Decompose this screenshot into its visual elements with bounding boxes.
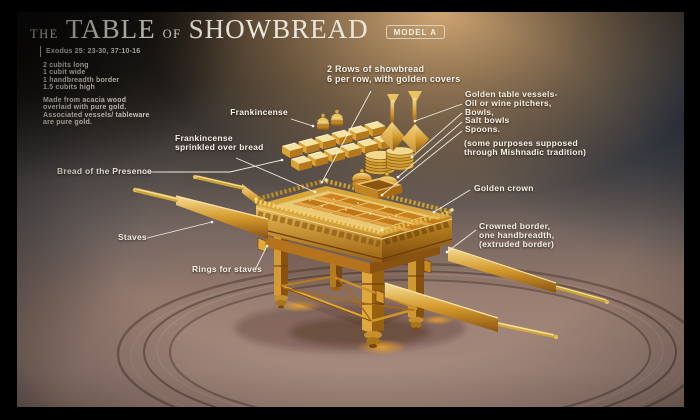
label-golden-vessels: Golden table vessels- Oil or wine pitche…	[465, 89, 558, 135]
spec-line: 1 cubit wide	[43, 69, 86, 77]
scene-frame: THE TABLE OF SHOWBREAD MODEL A Exodus 25…	[17, 12, 684, 407]
label-golden-crown: Golden crown	[474, 183, 534, 193]
model-badge: MODEL A	[385, 25, 446, 39]
material-line: are pure gold.	[43, 119, 93, 127]
title-showbread: SHOWBREAD	[188, 14, 369, 44]
material-line: Associated vessels/ tableware	[43, 111, 150, 119]
specs-block: 2 cubits long 1 cubit wide 1 handbreadth…	[43, 62, 150, 126]
title-table: TABLE	[65, 14, 156, 44]
material-line: Made from acacia wood	[43, 97, 127, 105]
page-title: THE TABLE OF SHOWBREAD MODEL A	[30, 14, 446, 45]
spec-line: 1.5 cubits high	[43, 83, 96, 91]
title-the: THE	[30, 27, 59, 41]
plate-stacks	[364, 146, 415, 175]
pitchers	[380, 91, 429, 154]
title-of: OF	[162, 27, 182, 41]
censers	[317, 109, 343, 130]
infographic-canvas: THE TABLE OF SHOWBREAD MODEL A Exodus 25…	[17, 12, 684, 407]
label-rings-for-staves: Rings for staves	[192, 264, 263, 274]
material-line: overlaid with pure gold.	[43, 104, 127, 112]
label-mishnadic-note: (some purposes supposed through Mishnadi…	[464, 138, 587, 157]
scripture-reference: Exodus 25: 23-30, 37:10-16	[40, 46, 140, 57]
spec-line: 1 handbreadth border	[43, 76, 120, 84]
label-frankincense: Frankincense	[230, 107, 288, 117]
label-crowned-border: Crowned border, one handbreadth, (extrud…	[479, 221, 555, 249]
label-frankincense-sprinkled: Frankincense sprinkled over bread	[175, 133, 264, 152]
label-bread-of-presence: Bread of the Presence	[57, 166, 153, 176]
label-showbread-rows: 2 Rows of showbread 6 per row, with gold…	[327, 64, 461, 84]
label-staves: Staves	[118, 232, 147, 242]
spec-line: 2 cubits long	[43, 62, 89, 69]
